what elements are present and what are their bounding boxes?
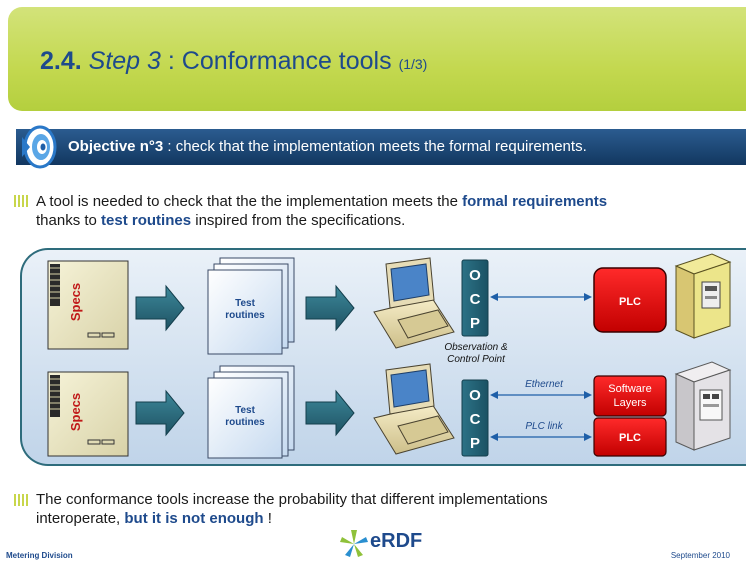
paragraph-2: The conformance tools increase the proba… <box>36 490 548 528</box>
specs-document-2: Specs <box>47 371 129 457</box>
footer-date: September 2010 <box>670 551 730 560</box>
test-label-2: Test <box>235 405 255 416</box>
para1-text-3: inspired from the specifications. <box>191 212 406 229</box>
para1-bold-2: test routines <box>101 212 192 229</box>
ocp-caption-line-1: Observation & <box>444 342 508 353</box>
plc-label-2: PLC <box>619 432 641 444</box>
ocp-caption-line-2: Control Point <box>447 354 506 365</box>
link-ocp-plc-1 <box>490 293 592 301</box>
objective-text: Objective n°3 : check that the implement… <box>68 138 587 155</box>
ethernet-label: Ethernet <box>525 379 564 390</box>
plc-label-1: PLC <box>619 296 641 308</box>
title-bar <box>8 7 746 111</box>
erdf-logo-icon <box>340 530 368 557</box>
test-routines-stack-1: Test routines <box>207 257 295 355</box>
link-ethernet <box>490 391 592 399</box>
plc-box-1: PLC <box>593 267 667 333</box>
plc-box-2: PLC <box>593 417 667 457</box>
para2-text-1: The conformance tools increase the proba… <box>36 491 548 508</box>
computer-icon-2 <box>373 363 455 455</box>
ocp-p-1: P <box>470 315 480 332</box>
ocp-c-1: C <box>470 291 481 308</box>
meter-icon-1 <box>674 253 732 339</box>
meter-icon-2 <box>674 361 732 451</box>
para1-bold-1: formal requirements <box>462 193 608 210</box>
routines-label-1: routines <box>225 310 265 321</box>
specs-label-2: Specs <box>68 393 83 431</box>
diagram-canvas: Specs Test routines O C P Observation & … <box>47 253 732 459</box>
software-layers-box: Software Layers <box>593 375 667 417</box>
arrow-specs-to-tests-1 <box>135 284 185 332</box>
target-icon <box>22 125 57 169</box>
ocp-block-2: O C P <box>461 379 489 457</box>
para1-text-1: A tool is needed to check that the the i… <box>36 193 463 210</box>
title-step: Step 3 <box>88 47 161 75</box>
slide-title: 2.4. Step 3 : Conformance tools (1/3) <box>40 47 427 76</box>
footer-division: Metering Division <box>6 551 73 560</box>
objective-label: Objective n°3 <box>68 138 164 155</box>
software-label-line-1: Software <box>608 383 651 395</box>
paragraph-1: A tool is needed to check that the the i… <box>36 192 607 230</box>
para2-text-2: interoperate, <box>36 510 125 527</box>
ocp-o-2: O <box>469 387 481 404</box>
ocp-c-2: C <box>470 411 481 428</box>
para2-text-3: ! <box>263 510 272 527</box>
ocp-p-2: P <box>470 435 480 452</box>
routines-label-2: routines <box>225 417 265 428</box>
erdf-logo-text: eRDF <box>370 530 423 552</box>
para2-bold: but it is not enough <box>124 510 264 527</box>
test-routines-stack-2: Test routines <box>207 365 295 459</box>
arrow-tests-to-pc-1 <box>305 284 355 332</box>
title-part: (1/3) <box>398 56 428 72</box>
para1-text-2: thanks to <box>36 212 102 229</box>
software-label-line-2: Layers <box>613 397 647 409</box>
objective-bar <box>16 129 746 165</box>
test-label-1: Test <box>235 298 255 309</box>
objective-description: : check that the implementation meets th… <box>163 138 587 155</box>
conformance-diagram: Specs Test routines O C P Observation & … <box>20 248 746 466</box>
title-text: : Conformance tools <box>160 47 399 75</box>
specs-label-1: Specs <box>68 283 83 321</box>
arrow-specs-to-tests-2 <box>135 389 185 437</box>
title-number: 2.4. <box>40 47 82 75</box>
link-plc <box>490 433 592 441</box>
ocp-o-1: O <box>469 267 481 284</box>
bullet-icon <box>14 195 29 207</box>
ocp-block-1: O C P <box>461 259 489 337</box>
plc-link-label: PLC link <box>525 421 563 432</box>
specs-document-1: Specs <box>47 260 129 350</box>
arrow-tests-to-pc-2 <box>305 389 355 437</box>
bullet-icon <box>14 494 29 506</box>
computer-icon-1 <box>373 257 455 349</box>
